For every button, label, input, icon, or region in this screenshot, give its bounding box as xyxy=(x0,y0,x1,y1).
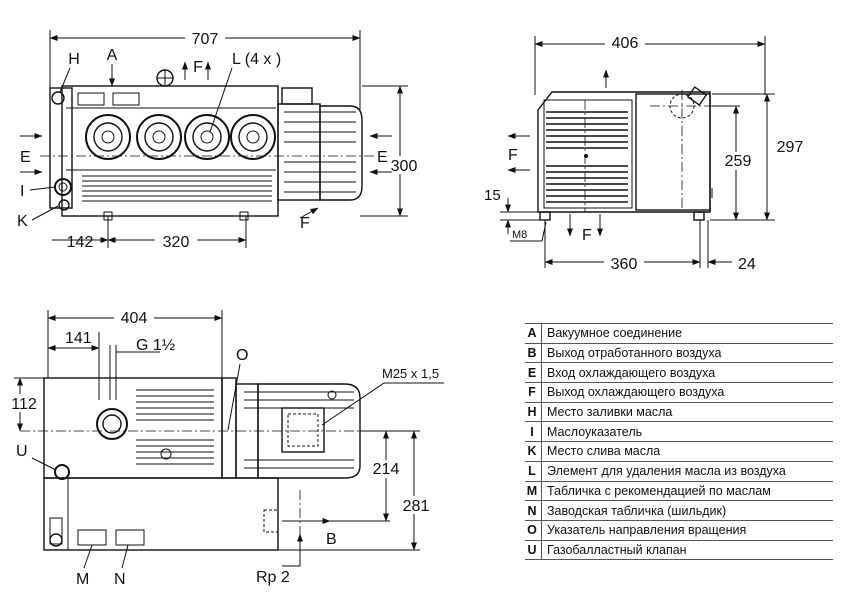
gas-ballast-valve xyxy=(54,464,70,480)
legend-text: Указатель направления вращения xyxy=(541,520,833,541)
dim-142: 142 xyxy=(67,234,94,251)
legend-key: K xyxy=(525,441,542,462)
label-K: K xyxy=(17,213,28,230)
side-view: 406 297 259 xyxy=(484,34,804,273)
legend-key: H xyxy=(525,402,542,423)
legend-text: Место заливки масла xyxy=(541,402,833,423)
dim-112: 112 xyxy=(11,396,37,413)
label-N: N xyxy=(114,571,126,588)
dim-300: 300 xyxy=(391,158,418,175)
legend-text: Заводская табличка (шильдик) xyxy=(541,500,833,521)
oil-separator-elements xyxy=(85,114,276,160)
side-body xyxy=(537,91,711,213)
label-L: L (4 x ) xyxy=(232,51,281,68)
legend-key: M xyxy=(525,481,542,502)
dim-G-pipe: G 1½ xyxy=(136,337,175,354)
dim-24: 24 xyxy=(738,256,756,273)
dim-297: 297 xyxy=(777,139,804,156)
dim-360: 360 xyxy=(611,256,638,273)
terminal-box xyxy=(281,407,325,453)
front-pump-body xyxy=(43,377,223,479)
legend-text: Место слива масла xyxy=(541,441,833,462)
legend-text: Вход охлаждающего воздуха xyxy=(541,362,833,384)
legend-text: Вакуумное соединение xyxy=(541,323,833,344)
label-B: B xyxy=(326,531,337,548)
label-A: A xyxy=(107,47,118,64)
legend-key: F xyxy=(525,382,542,403)
legend-key: E xyxy=(525,362,542,384)
label-O: O xyxy=(236,347,248,364)
motor xyxy=(319,105,363,201)
legend-key: L xyxy=(525,461,542,482)
oil-drain xyxy=(58,199,70,211)
dim-320: 320 xyxy=(163,234,190,251)
label-F-top: F xyxy=(193,59,203,76)
label-H: H xyxy=(68,51,80,68)
label-E-left: E xyxy=(20,149,31,166)
dim-406: 406 xyxy=(612,35,639,52)
legend-text: Табличка с рекомендацией по маслам xyxy=(541,481,833,502)
legend-key: U xyxy=(525,540,542,561)
dim-707: 707 xyxy=(192,31,219,48)
label-U: U xyxy=(16,443,28,460)
oil-box xyxy=(43,477,279,551)
dim-M8: M8 xyxy=(512,229,527,241)
label-F-side-bottom: F xyxy=(582,227,592,244)
oil-sight-glass xyxy=(54,178,72,196)
label-M: M xyxy=(76,571,89,588)
legend-key: I xyxy=(525,421,542,443)
legend-key: O xyxy=(525,520,542,541)
legend-key: B xyxy=(525,343,542,364)
oil-plate xyxy=(77,529,107,546)
front-view: 404 141 G 1½ xyxy=(4,310,444,588)
dim-15: 15 xyxy=(484,187,501,204)
legend-text: Элемент для удаления масла из воздуха xyxy=(541,461,833,482)
legend-key: A xyxy=(525,323,542,344)
label-F-side: F xyxy=(508,147,518,164)
legend-key: N xyxy=(525,500,542,521)
legend-text: Газобалластный клапан xyxy=(541,540,833,561)
dim-Rp2: Rp 2 xyxy=(256,569,290,586)
front-motor xyxy=(257,383,361,479)
legend-text: Маслоуказатель xyxy=(541,421,833,443)
oil-fill-cap xyxy=(51,91,65,105)
label-E-right: E xyxy=(377,149,388,166)
dim-404: 404 xyxy=(121,310,148,327)
legend-text: Выход отработанного воздуха xyxy=(541,343,833,364)
rating-plate xyxy=(115,529,145,546)
dim-M25: M25 x 1,5 xyxy=(382,366,439,381)
dim-214: 214 xyxy=(373,461,400,478)
legend-text: Выход охлаждающего воздуха xyxy=(541,382,833,403)
vacuum-connection xyxy=(96,408,128,440)
top-view: 707 xyxy=(17,30,418,251)
dim-141: 141 xyxy=(65,330,92,347)
dim-281: 281 xyxy=(403,498,430,515)
cooling-fins xyxy=(82,175,272,202)
label-I: I xyxy=(20,183,24,200)
dim-259: 259 xyxy=(725,153,752,170)
label-F-bottom: F xyxy=(300,215,310,232)
